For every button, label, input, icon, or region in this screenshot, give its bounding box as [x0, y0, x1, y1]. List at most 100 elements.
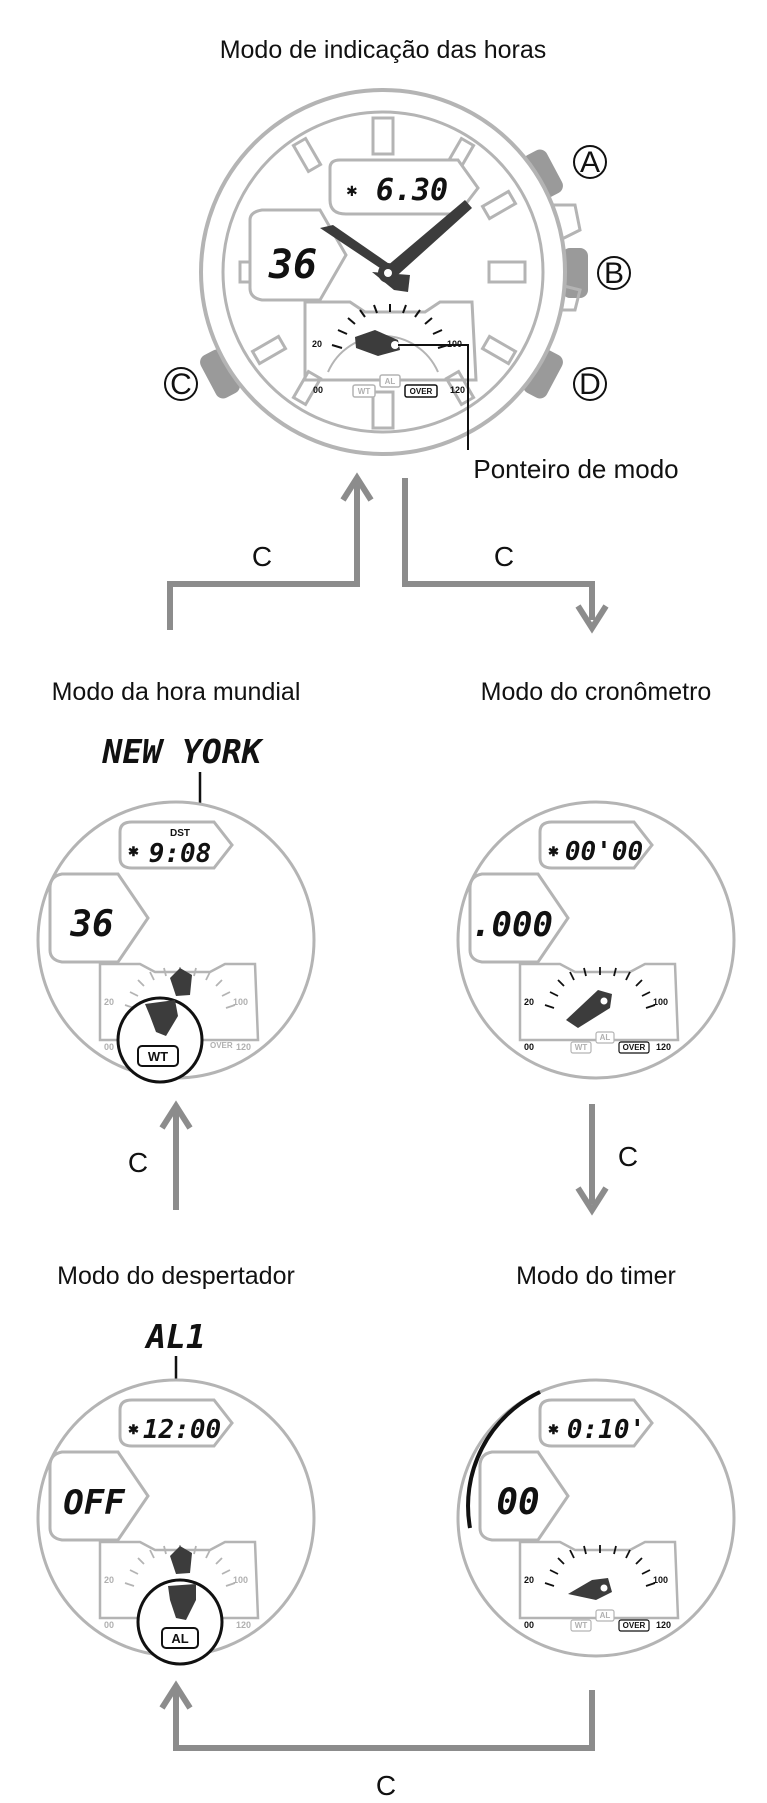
world-tag-over: OVER — [210, 1041, 233, 1050]
minute-hand — [380, 200, 472, 282]
timer-bluetooth-icon: ✱ — [548, 1422, 559, 1437]
world-bluetooth-icon: ✱ — [128, 844, 139, 859]
timer-tag-al: AL — [600, 1611, 611, 1620]
timer-subdial-window — [518, 1540, 680, 1620]
alarm-watch: AL1 ✱ 12:00 OFF 20 00 100 120 AL — [36, 1317, 316, 1666]
world-scale-00: 00 — [104, 1042, 114, 1052]
arrow-to-stopwatch: C — [402, 478, 609, 634]
sub-dial-window — [303, 300, 478, 382]
scale-00: 00 — [313, 385, 323, 395]
mode-hand — [355, 330, 400, 356]
arrow-label-c2: C — [494, 541, 514, 572]
timer-scale-00: 00 — [524, 1620, 534, 1630]
timer-progress-arc — [466, 1390, 541, 1529]
world-mode-hand-shadow — [170, 968, 192, 996]
left-display-value: 36 — [268, 242, 317, 288]
alarm-left-window — [48, 1450, 150, 1542]
stopwatch-tag-over: OVER — [623, 1043, 646, 1052]
timer-scale-100: 100 — [653, 1575, 668, 1585]
tag-al: AL — [385, 377, 396, 386]
timer-scale-20: 20 — [524, 1575, 534, 1585]
arrow-label-c3: C — [128, 1147, 148, 1178]
world-dst: DST — [170, 828, 190, 839]
alarm-scale-20: 20 — [104, 1575, 114, 1585]
stopwatch-subdial-ticks — [544, 967, 656, 1009]
button-c-label: C — [170, 368, 192, 401]
timer-watch: ✱ 0:10' 00 20 00 100 120 WT AL OVER — [456, 1378, 736, 1658]
world-scale-120: 120 — [236, 1042, 251, 1052]
timer-tag-over: OVER — [623, 1621, 646, 1630]
timer-mode-hand — [568, 1578, 612, 1600]
main-watch: ✱ 6.30 36 20 00 100 120 WT AL OVER A B — [164, 88, 679, 484]
timer-tag-al-box — [595, 1609, 615, 1622]
world-upper-window — [118, 820, 234, 870]
tag-al-box — [379, 374, 401, 388]
alarm-tag-highlight-box — [161, 1627, 199, 1649]
arrow-to-world-time: C — [128, 1100, 193, 1210]
button-c-marker — [164, 367, 198, 401]
tag-over-box — [404, 384, 438, 398]
title-timekeeping: Modo de indicação das horas — [220, 36, 547, 64]
tag-wt-box — [352, 384, 376, 398]
alarm-bluetooth-icon: ✱ — [128, 1422, 139, 1437]
world-left-window — [48, 872, 150, 964]
title-timer: Modo do timer — [516, 1262, 676, 1290]
world-tag-highlight-box — [137, 1045, 179, 1067]
timer-mode-hand-pivot — [600, 1584, 608, 1592]
button-d-marker — [573, 367, 607, 401]
alarm-subdial-ticks — [124, 1545, 236, 1587]
timer-tag-wt: WT — [575, 1621, 588, 1630]
stopwatch-upper-window — [538, 820, 654, 870]
stopwatch-mode-hand-pivot — [600, 997, 608, 1005]
alarm-upper-window — [118, 1398, 234, 1448]
stopwatch-upper-display: 00'00 — [565, 837, 643, 867]
stopwatch-scale-100: 100 — [653, 997, 668, 1007]
stopwatch-scale-00: 00 — [524, 1042, 534, 1052]
timer-dial — [456, 1378, 736, 1658]
stopwatch-subdial-window — [518, 962, 680, 1042]
world-mode-hand — [145, 1000, 178, 1036]
timer-tag-wt-box — [570, 1619, 592, 1632]
scale-20: 20 — [312, 339, 322, 349]
tag-wt: WT — [358, 387, 371, 396]
arrow-label-c1: C — [252, 541, 272, 572]
mode-hand-callout-line — [398, 344, 469, 450]
arrow-to-timer: C — [575, 1104, 638, 1216]
left-display-window — [248, 208, 348, 302]
timer-subdial-ticks — [544, 1545, 656, 1587]
bluetooth-icon: ✱ — [346, 184, 358, 200]
stopwatch-dial — [456, 800, 736, 1080]
title-alarm: Modo do despertador — [57, 1262, 295, 1290]
timer-tag-over-box — [618, 1619, 650, 1632]
stopwatch-tag-al-box — [595, 1031, 615, 1044]
stopwatch-bluetooth-icon: ✱ — [548, 844, 559, 859]
alarm-mode-hand — [168, 1584, 196, 1620]
hand-pivot-center — [384, 269, 392, 277]
mode-hand-label: Ponteiro de modo — [473, 454, 678, 484]
tag-over: OVER — [410, 387, 433, 396]
alarm-upper-display: 12:00 — [143, 1415, 221, 1445]
button-c-body[interactable] — [197, 347, 242, 402]
alarm-highlight-ring — [136, 1578, 224, 1666]
alarm-scale-120: 120 — [236, 1620, 251, 1630]
alarm-scale-100: 100 — [233, 1575, 248, 1585]
sub-dial-ticks — [331, 304, 449, 349]
arrow-to-timekeeping: C — [167, 472, 374, 630]
timer-scale-120: 120 — [656, 1620, 671, 1630]
title-stopwatch: Modo do cronômetro — [481, 678, 712, 706]
timer-left-display: 00 — [496, 1482, 539, 1523]
world-time-watch: NEW YORK ✱ DST 9:08 36 20 00 100 120 OVE… — [36, 732, 316, 1084]
stopwatch-tag-wt: WT — [575, 1043, 588, 1052]
button-d-body[interactable] — [520, 347, 565, 402]
button-a-body[interactable] — [520, 147, 565, 202]
timer-upper-display: 0:10' — [567, 1415, 645, 1445]
scale-120: 120 — [450, 385, 465, 395]
stopwatch-tag-al: AL — [600, 1033, 611, 1042]
alarm-tag-highlight: AL — [171, 1631, 188, 1646]
alarm-left-display: OFF — [63, 1483, 126, 1523]
button-b-body[interactable] — [562, 248, 588, 298]
arrow-label-c4: C — [618, 1141, 638, 1172]
arrow-to-alarm: C — [159, 1680, 595, 1801]
mode-hand-pivot — [391, 341, 399, 349]
